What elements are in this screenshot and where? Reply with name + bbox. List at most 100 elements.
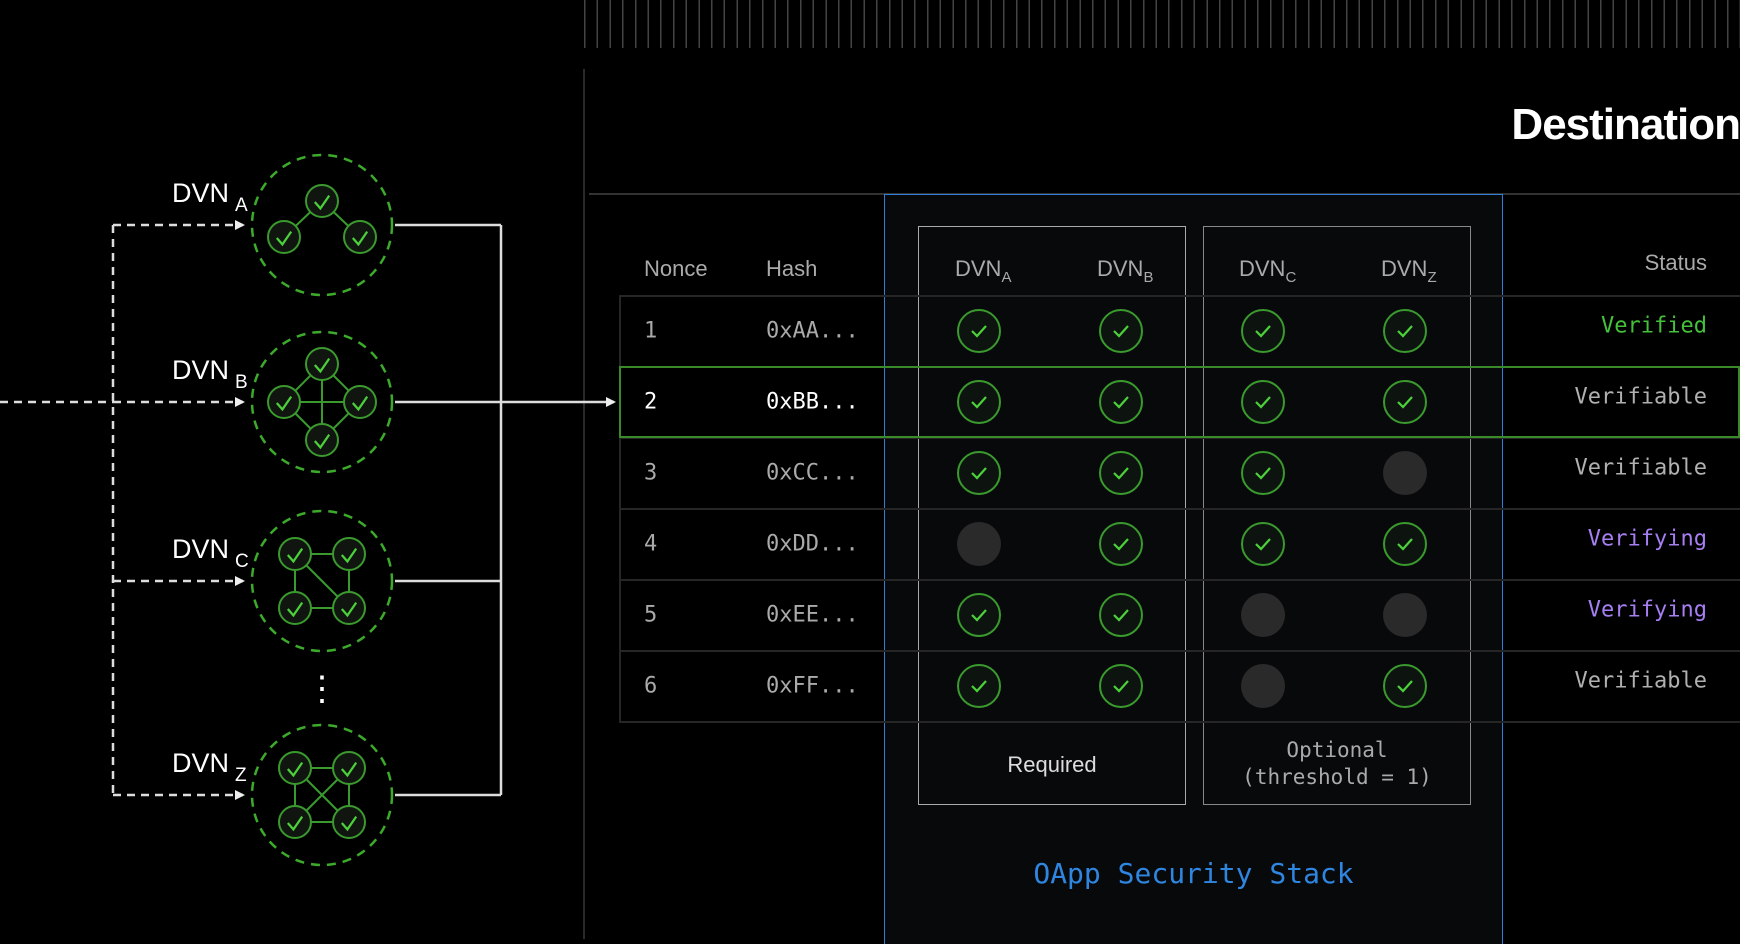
highlighted-row[interactable] (619, 366, 1740, 438)
verifier-node (267, 220, 301, 254)
verified-check (957, 451, 1001, 495)
dvn-boundary (250, 723, 394, 867)
check-icon (1397, 325, 1413, 338)
dvn-subscript: A (235, 195, 248, 216)
pending-indicator (1241, 664, 1285, 708)
verifier-node (332, 751, 366, 785)
verified-check (1241, 309, 1285, 353)
nonce-cell: 3 (644, 460, 658, 486)
hash-cell: 0xCC... (766, 460, 859, 486)
check-icon (1397, 538, 1413, 551)
verifier-node (278, 537, 312, 571)
check-icon (971, 467, 987, 480)
dvn-boundary (250, 509, 394, 653)
check-icon (1113, 538, 1129, 551)
header-dvn-a: DVNA (955, 256, 1011, 286)
check-icon (971, 325, 987, 338)
status-verified: Verified (1601, 313, 1707, 339)
row-divider (619, 579, 1740, 581)
verified-check (1383, 522, 1427, 566)
verifier-node (343, 220, 377, 254)
verified-check (1241, 451, 1285, 495)
verifier-node (332, 805, 366, 839)
status-verifiable: Verifiable (1574, 455, 1707, 481)
row-divider (619, 721, 1740, 723)
hash-cell: 0xAA... (766, 318, 859, 344)
hash-cell: 0xDD... (766, 531, 859, 557)
optional-dvn-group (1203, 226, 1471, 805)
nonce-cell: 2 (644, 389, 658, 415)
check-icon (340, 601, 358, 618)
verified-check (1241, 522, 1285, 566)
header-dvn-c: DVNC (1239, 256, 1296, 286)
verified-check (957, 309, 1001, 353)
verifier-node (278, 751, 312, 785)
verifier-node (332, 591, 366, 625)
check-icon (1113, 680, 1129, 693)
verified-check (1099, 380, 1143, 424)
dvn-column-subscript: B (1143, 269, 1154, 286)
verifier-node (332, 537, 366, 571)
verified-check (957, 380, 1001, 424)
check-icon (351, 395, 369, 412)
verified-check (1099, 664, 1143, 708)
section-divider (583, 69, 585, 939)
nonce-cell: 1 (644, 318, 658, 344)
dvn-column-subscript: C (1285, 269, 1297, 286)
optional-label: Optional (threshold = 1) (1203, 737, 1471, 791)
verified-check (1099, 593, 1143, 637)
verified-check (957, 593, 1001, 637)
verified-check (1241, 380, 1285, 424)
check-icon (340, 761, 358, 778)
hash-cell: 0xFF... (766, 673, 859, 699)
dvn-subscript: C (235, 551, 249, 572)
header-hash: Hash (766, 256, 818, 281)
check-icon (340, 547, 358, 564)
check-icon (1255, 538, 1271, 551)
status-verifiable: Verifiable (1574, 384, 1707, 410)
verifier-node (278, 805, 312, 839)
dvn-column-name: DVN (1239, 256, 1286, 281)
check-icon (1113, 467, 1129, 480)
check-icon (286, 601, 304, 618)
page-title: Destination (1511, 100, 1740, 149)
check-icon (340, 815, 358, 832)
verifier-node (278, 591, 312, 625)
check-icon (1397, 396, 1413, 409)
more-dvns-ellipsis: ⋮ (305, 670, 339, 708)
check-icon (313, 194, 331, 211)
check-icon (275, 395, 293, 412)
optional-threshold: (threshold = 1) (1242, 765, 1432, 789)
check-icon (313, 357, 331, 374)
check-icon (1255, 325, 1271, 338)
check-icon (971, 609, 987, 622)
check-icon (1255, 396, 1271, 409)
dvn-boundary (250, 330, 394, 474)
check-icon (286, 547, 304, 564)
header-dvn-b: DVNB (1097, 256, 1153, 286)
status-verifying: Verifying (1587, 526, 1707, 552)
verifier-node (305, 184, 339, 218)
verifier-node (305, 423, 339, 457)
hash-cell: 0xEE... (766, 602, 859, 628)
check-icon (286, 815, 304, 832)
required-dvn-group (918, 226, 1186, 805)
check-icon (275, 230, 293, 247)
check-icon (971, 680, 987, 693)
row-divider (619, 508, 1740, 510)
verified-check (957, 664, 1001, 708)
required-label: Required (1007, 752, 1097, 777)
dvn-column-subscript: Z (1427, 269, 1437, 286)
check-icon (1113, 325, 1129, 338)
check-icon (1255, 467, 1271, 480)
dvn-subscript: Z (235, 765, 247, 786)
check-icon (1113, 609, 1129, 622)
verified-check (1383, 380, 1427, 424)
header-nonce: Nonce (644, 256, 708, 281)
dvn-boundary (250, 153, 394, 297)
